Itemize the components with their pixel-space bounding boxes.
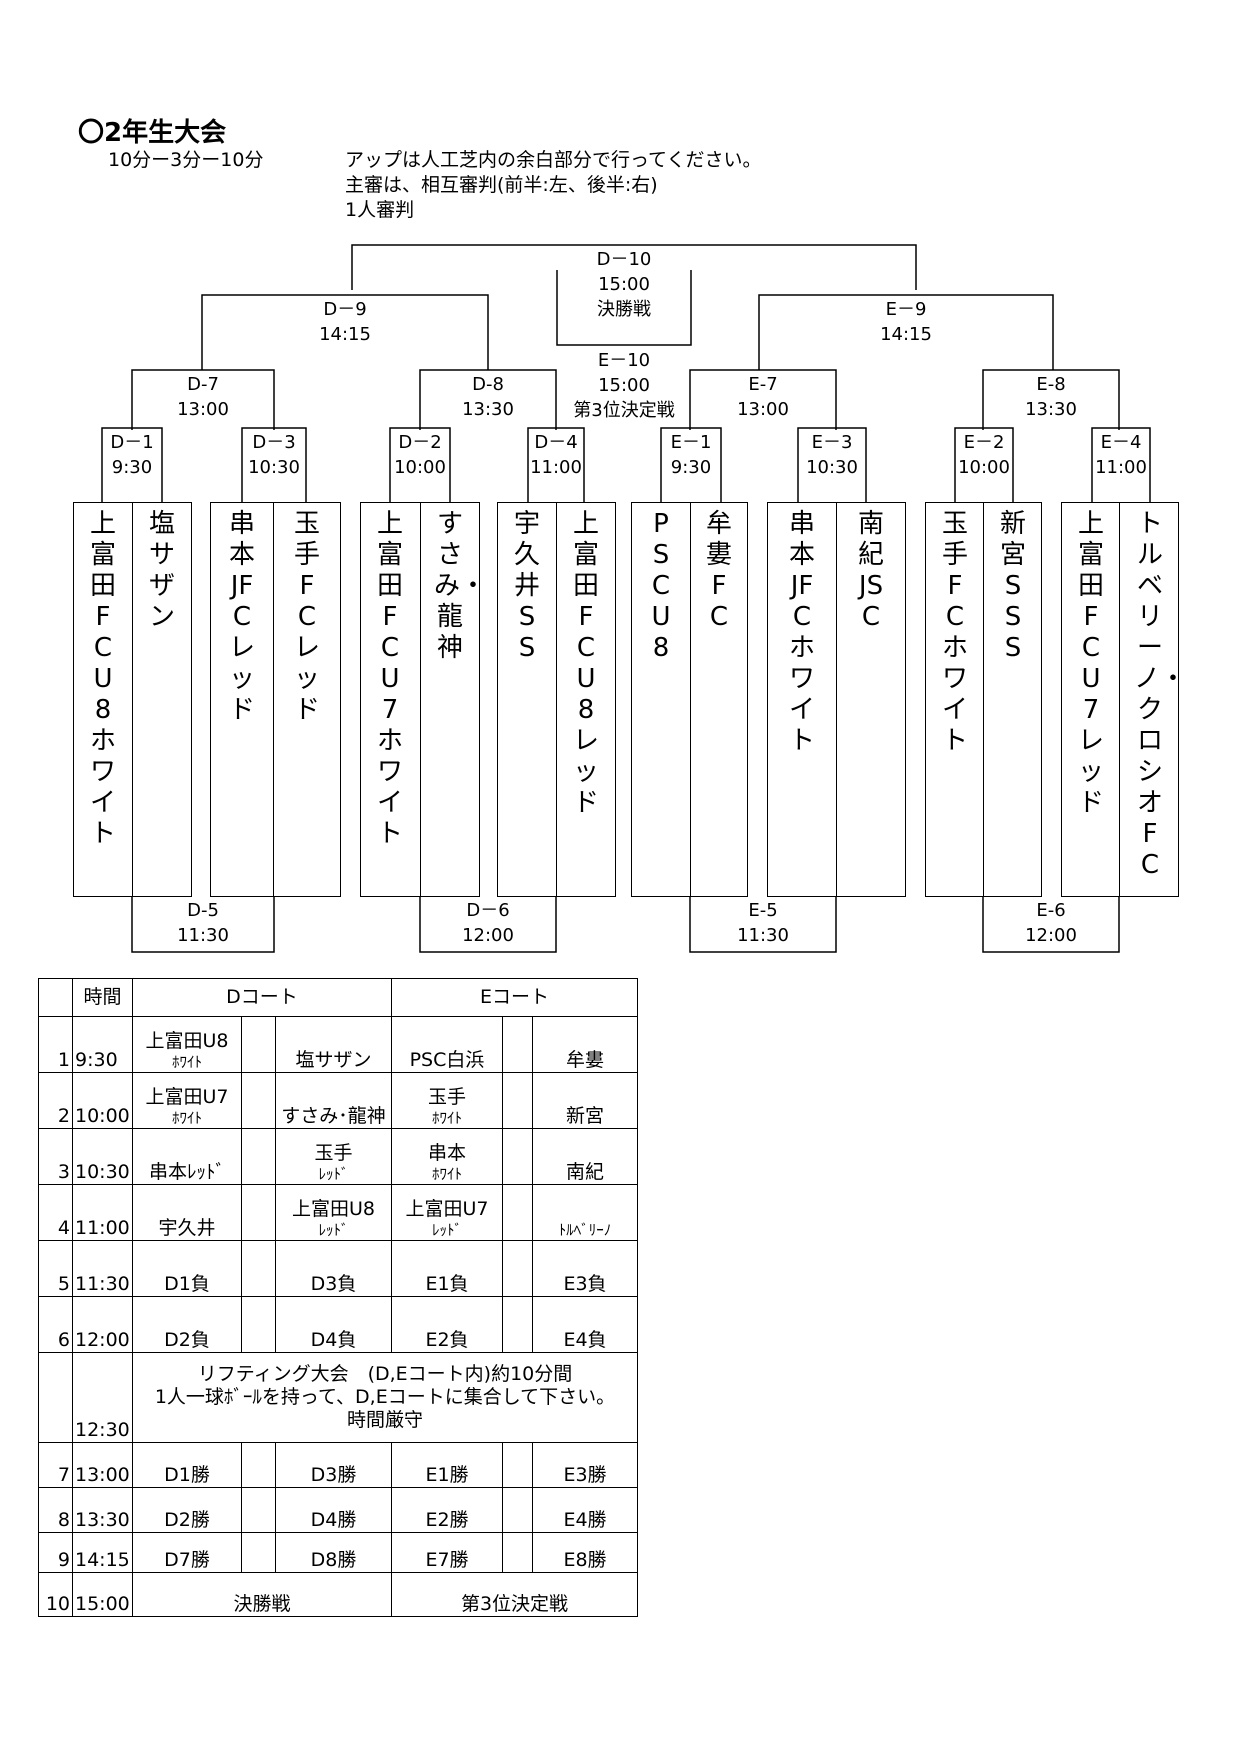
page-title: 〇2年生大会 xyxy=(78,118,227,148)
table-row: 7 13:00 D1勝 D3勝 E1勝 E3勝 xyxy=(38,1442,638,1488)
team-name: 宇久井SS xyxy=(513,509,540,663)
team-box: 上富田FC U7ホワイト xyxy=(360,502,426,897)
team-box: すさみ・龍神 xyxy=(420,502,487,897)
table-row: 5 11:30 D1負 D3負 E1負 E3負 xyxy=(38,1240,638,1297)
lifting-row: 12:30 リフティング大会 (D,Eコート内)約10分間 1人一球ﾎﾞｰﾙを持… xyxy=(38,1352,638,1443)
team-name: 南紀JSC xyxy=(857,509,884,632)
team-box: 塩サザン xyxy=(132,502,192,897)
bracket-lines xyxy=(101,244,1151,953)
table-row: 8 13:30 D2勝 D4勝 E2勝 E4勝 xyxy=(38,1487,638,1533)
table-header-row: 時間 Dコート Eコート xyxy=(38,978,638,1017)
team-box: PSC U8 xyxy=(631,502,697,897)
team-name: 玉手FC レッド xyxy=(293,509,343,725)
team-box: 上富田FC U8レッド xyxy=(556,502,622,897)
team-box: 宇久井SS xyxy=(497,502,557,897)
team-box: 上富田FC U8ホワイト xyxy=(73,502,139,897)
table-row: 9 14:15 D7勝 D8勝 E7勝 E8勝 xyxy=(38,1532,638,1573)
table-row: 3 10:30 串本ﾚｯﾄﾞ 玉手ﾚｯﾄﾞ 串本ﾎﾜｲﾄ 南紀 xyxy=(38,1128,638,1185)
team-box: トルベリーノ・クロシオFC xyxy=(1119,502,1187,897)
team-name: すさみ・龍神 xyxy=(434,509,487,663)
team-name: PSC U8 xyxy=(651,509,697,663)
team-box: 玉手FC ホワイト xyxy=(925,502,991,897)
lifting-notice: リフティング大会 (D,Eコート内)約10分間 1人一球ﾎﾞｰﾙを持って、D,E… xyxy=(132,1352,638,1443)
team-box: 牟婁FC xyxy=(690,502,748,897)
team-name: 串本JFC ホワイト xyxy=(788,509,838,756)
team-box: 玉手FC レッド xyxy=(273,502,343,897)
header-e-court: Eコート xyxy=(391,978,638,1017)
table-row: 6 12:00 D2負 D4負 E2負 E4負 xyxy=(38,1296,638,1353)
team-box: 新宮SSS xyxy=(983,502,1042,897)
match-timing: 10分ー3分ー10分 xyxy=(108,149,264,171)
team-name: 串本JFC レッド xyxy=(228,509,278,725)
team-name: 塩サザン xyxy=(148,509,175,632)
team-name: 上富田FC U7レッド xyxy=(1077,509,1127,818)
team-name: 牟婁FC xyxy=(705,509,732,632)
team-name: 上富田FC U7ホワイト xyxy=(376,509,426,849)
team-name: 新宮SSS xyxy=(999,509,1026,663)
team-name: 上富田FC U8レッド xyxy=(572,509,622,818)
final-row: 10 15:00 決勝戦 第3位決定戦 xyxy=(38,1572,638,1617)
team-box: 串本JFC ホワイト xyxy=(767,502,837,897)
team-name: 玉手FC ホワイト xyxy=(941,509,991,756)
team-box: 上富田FC U7レッド xyxy=(1061,502,1127,897)
note-referee: 主審は、相互審判(前半:左、後半:右) xyxy=(345,174,658,196)
team-box: 南紀JSC xyxy=(836,502,906,897)
team-name: トルベリーノ・クロシオFC xyxy=(1134,509,1187,880)
note-warmup: アップは人工芝内の余白部分で行ってください。 xyxy=(345,149,762,171)
team-name: 上富田FC U8ホワイト xyxy=(89,509,139,849)
header-time: 時間 xyxy=(72,978,133,1017)
team-box: 串本JFC レッド xyxy=(210,502,278,897)
note-one-referee: 1人審判 xyxy=(345,199,415,221)
header-d-court: Dコート xyxy=(132,978,392,1017)
